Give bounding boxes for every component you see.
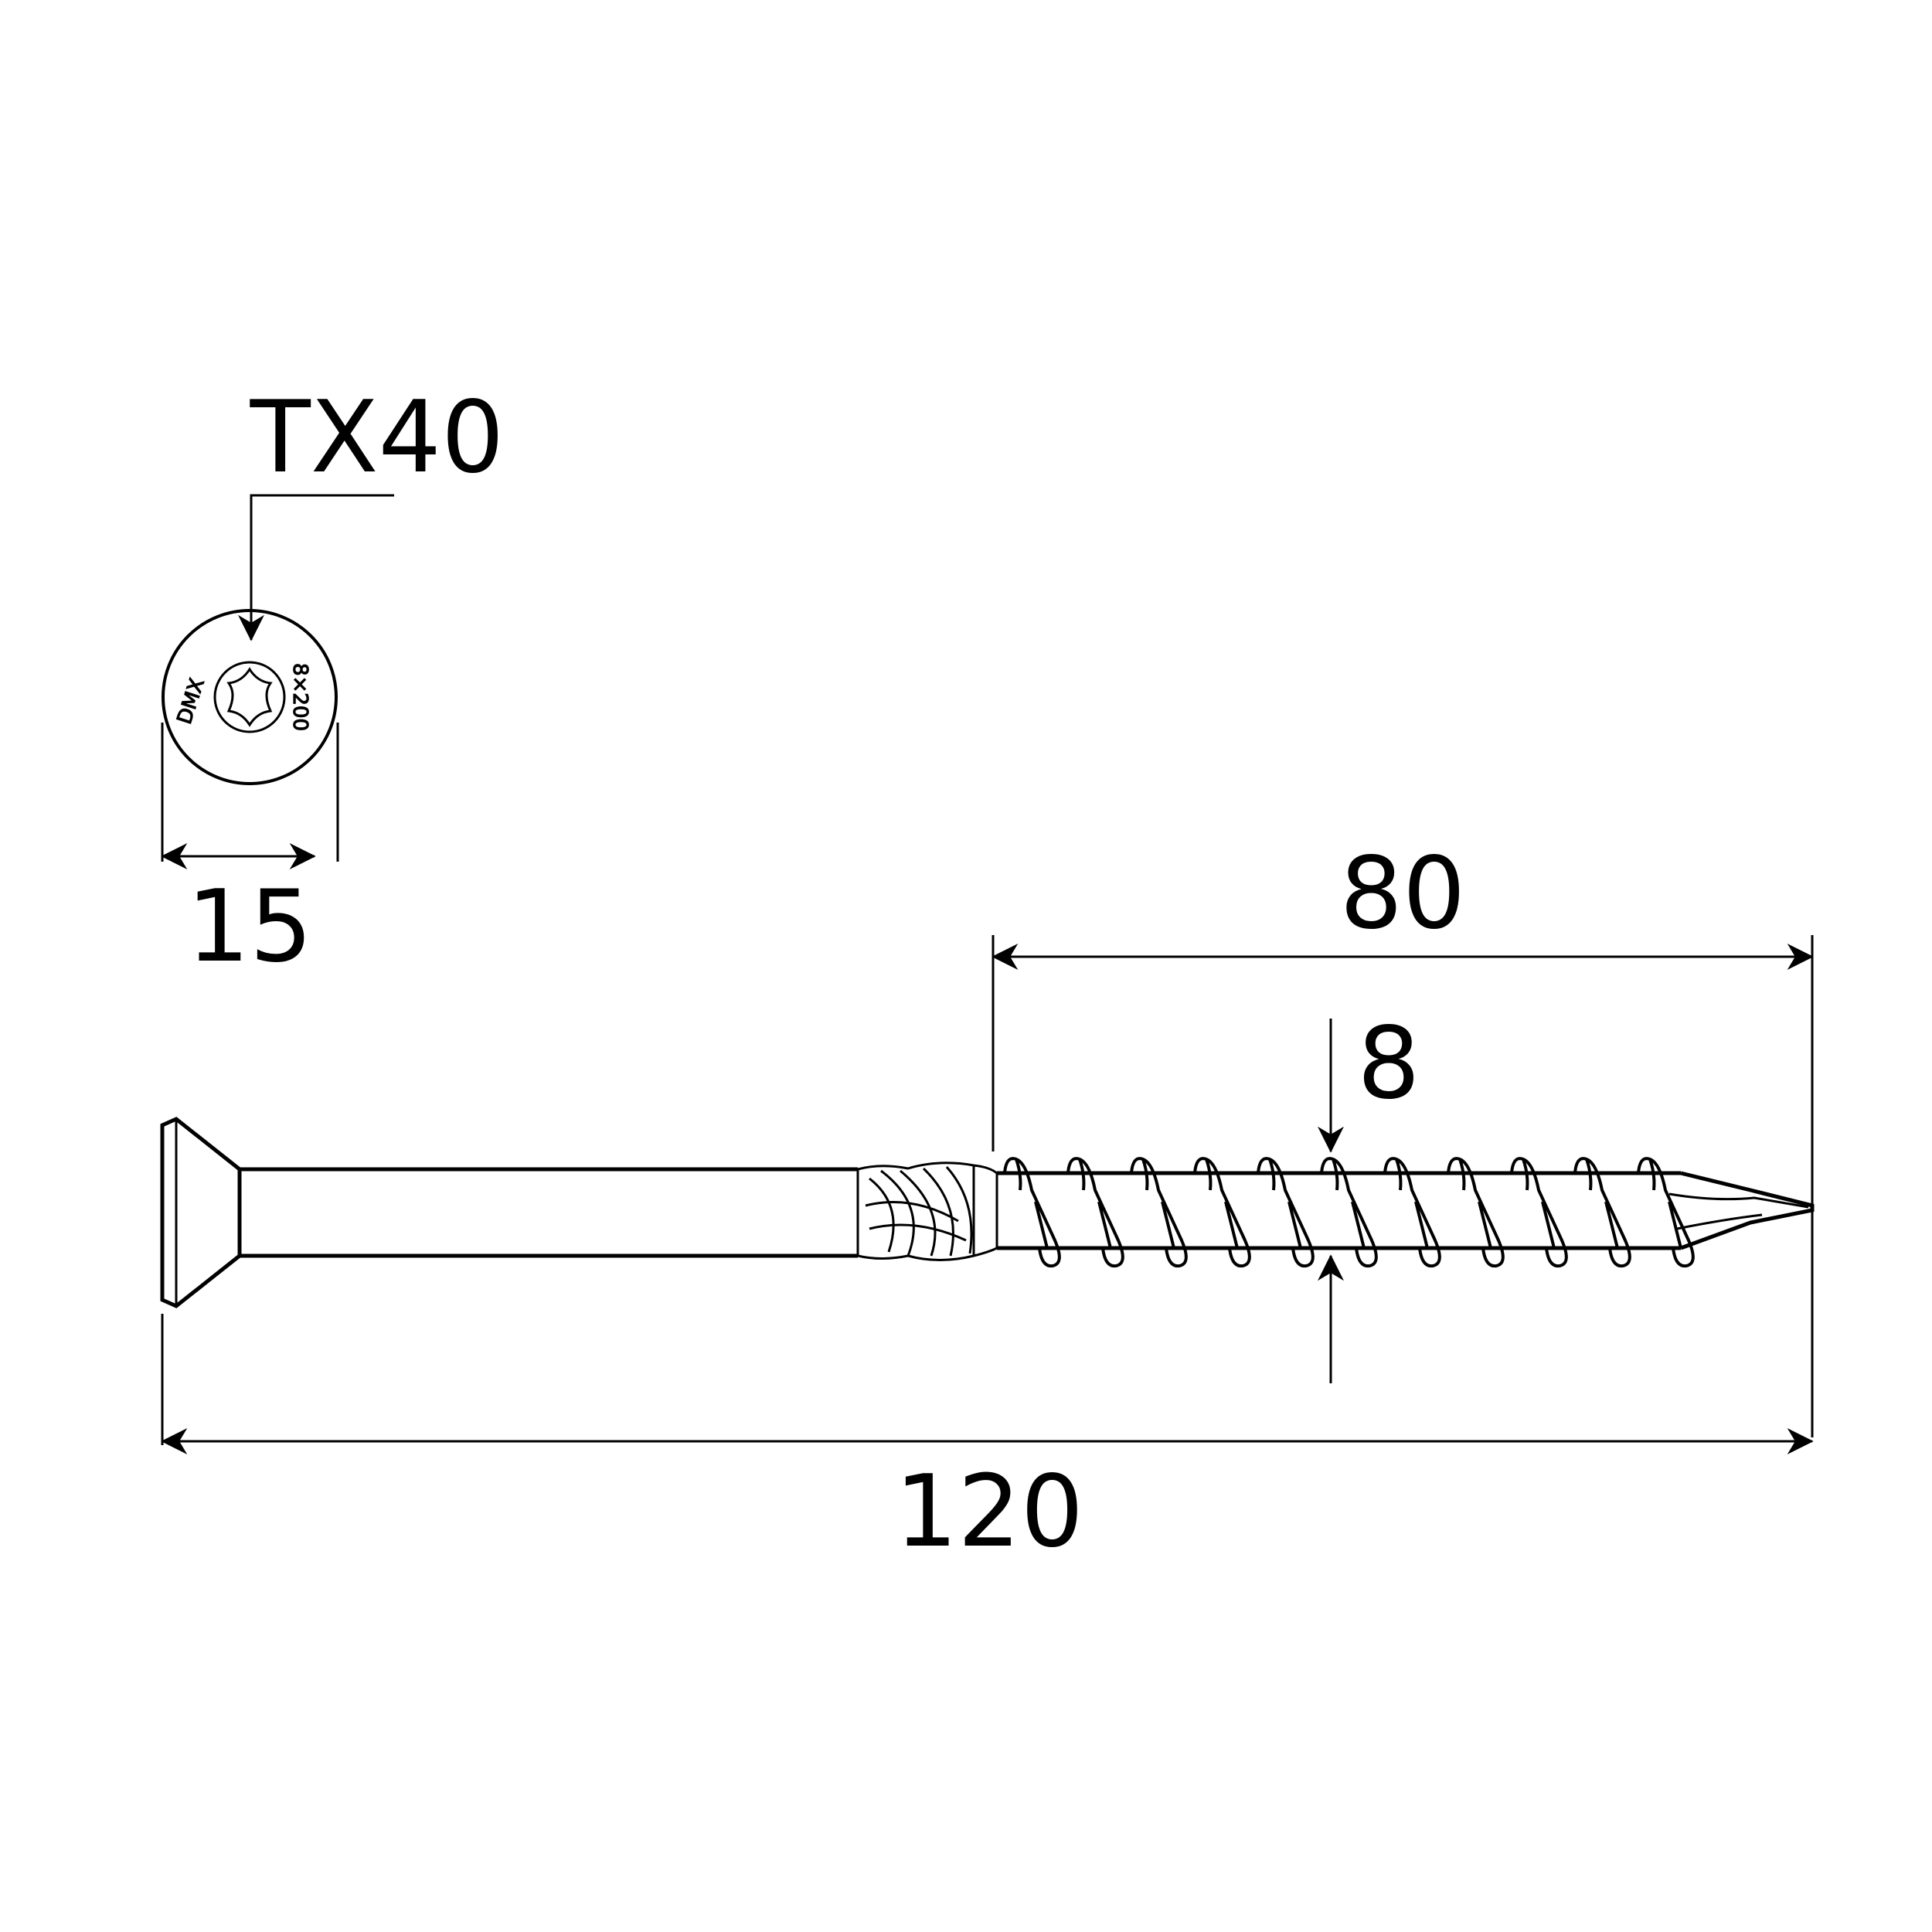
head-size-marking: 8×200	[288, 663, 311, 731]
screw-tip	[1680, 1171, 1815, 1250]
thread-flight	[1193, 1157, 1251, 1268]
thread-flight	[1383, 1157, 1441, 1268]
thread-length-value: 80	[1340, 836, 1466, 951]
tip-flute	[1668, 1192, 1809, 1230]
thread-flight	[1003, 1157, 1061, 1268]
thread-flight	[1510, 1157, 1568, 1268]
torx-star-icon	[226, 667, 273, 727]
thread-flight	[1320, 1157, 1378, 1268]
thread-flight	[1447, 1157, 1505, 1268]
drive-callout: TX40	[238, 380, 505, 641]
total-length-dimension: 120	[161, 1314, 1814, 1570]
knurled-section	[856, 1162, 998, 1261]
thread-length-dimension: 80	[992, 836, 1814, 1437]
drive-leader-line	[238, 494, 394, 641]
thread-flight	[1257, 1157, 1315, 1268]
thread-flight	[1573, 1157, 1631, 1268]
thread-flight	[1066, 1157, 1124, 1268]
thread-diameter-dimension: 8	[1318, 1006, 1420, 1383]
total-length-value: 120	[895, 1454, 1083, 1570]
drive-label: TX40	[250, 380, 505, 495]
head-outer-circle	[162, 609, 338, 785]
torx-recess-ring	[213, 661, 286, 733]
head-diameter-value: 15	[187, 869, 313, 985]
thread-flight	[1130, 1157, 1188, 1268]
thread-diameter-value: 8	[1357, 1006, 1420, 1121]
screw-head	[160, 1117, 242, 1308]
thread-flights	[1003, 1157, 1695, 1268]
head-top-view: DMX 8×200	[162, 609, 338, 785]
head-diameter-dimension: 15	[161, 723, 339, 985]
screw-side-view	[160, 1117, 1815, 1308]
head-brand-marking: DMX	[173, 675, 209, 727]
thread-flight	[1637, 1157, 1695, 1268]
